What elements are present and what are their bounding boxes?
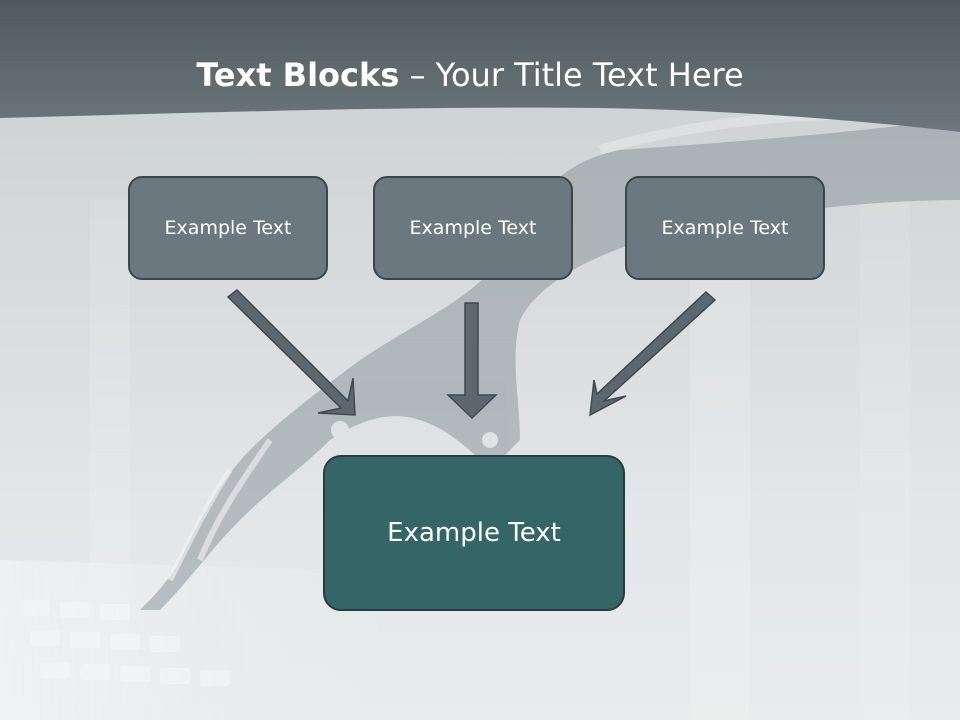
text-box-2-label: Example Text (409, 217, 537, 239)
arrow-center-icon (446, 302, 498, 420)
title-bold: Text Blocks (196, 56, 400, 94)
text-box-2[interactable]: Example Text (373, 176, 573, 280)
text-box-3-label: Example Text (661, 217, 789, 239)
arrow-right-icon (589, 290, 717, 417)
center-text-box-label: Example Text (387, 518, 561, 548)
center-text-box[interactable]: Example Text (323, 455, 625, 611)
title-rest: Your Title Text Here (435, 56, 744, 94)
text-box-3[interactable]: Example Text (625, 176, 825, 280)
text-box-1[interactable]: Example Text (128, 176, 328, 280)
page-title: Text Blocks – Your Title Text Here (0, 50, 940, 100)
arrow-left-icon (226, 289, 356, 416)
text-box-1-label: Example Text (164, 217, 292, 239)
title-separator: – (399, 56, 436, 94)
header-band (0, 0, 960, 132)
